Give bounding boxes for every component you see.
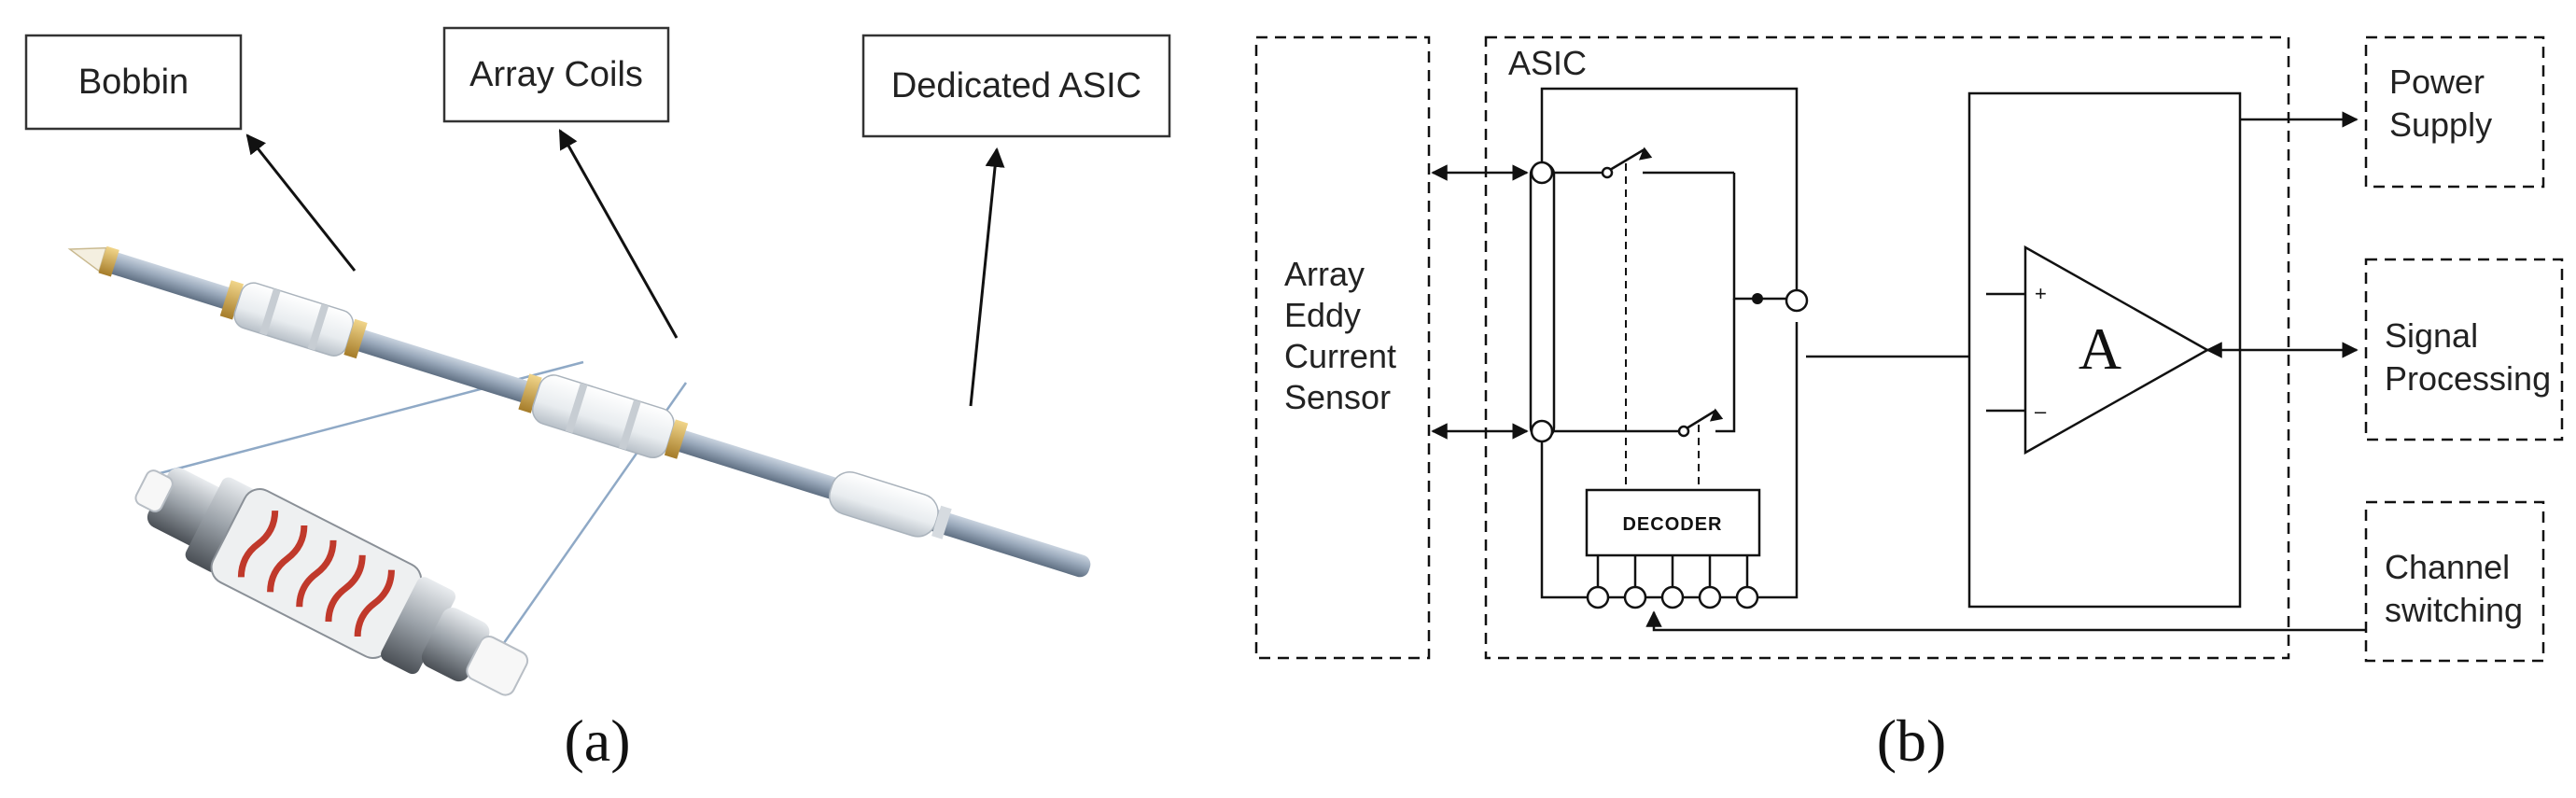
signal-line-1: Signal xyxy=(2385,316,2478,355)
array-eddy-sensor-label: Array Eddy Current Sensor xyxy=(1284,255,1406,416)
panel-a-label: (a) xyxy=(564,707,630,774)
sensor-line-2: Eddy xyxy=(1284,296,1361,334)
signal-processing-label: Signal Processing xyxy=(2385,316,2551,398)
signal-line-2: Processing xyxy=(2385,359,2551,398)
sensor-line-1: Array xyxy=(1284,255,1365,293)
probe-rod xyxy=(67,245,1091,578)
array-eddy-sensor-block xyxy=(1254,35,1431,660)
bobbin-callout-box xyxy=(24,34,243,131)
bobbin-callout-label: Bobbin xyxy=(78,63,189,102)
channel-line-1: Channel xyxy=(2385,548,2510,586)
panel-b: Array Eddy Current Sensor ASIC Power Sup… xyxy=(1254,35,2564,774)
power-line-2: Supply xyxy=(2389,105,2492,144)
channel-switching-label: Channel switching xyxy=(2385,548,2523,629)
dedicated-asic-arrow xyxy=(969,147,1005,407)
sensor-line-3: Current xyxy=(1284,337,1396,375)
sensor-line-4: Sensor xyxy=(1284,378,1391,416)
power-supply-block xyxy=(2364,35,2545,189)
dedicated-asic-callout-label: Dedicated ASIC xyxy=(891,66,1141,105)
terminal-bottom xyxy=(1530,419,1554,443)
terminal-output xyxy=(1785,288,1809,313)
decoder-pins xyxy=(1586,555,1759,609)
asic-block xyxy=(1484,35,2290,660)
input-rail xyxy=(1529,161,1556,441)
amplifier-label: A xyxy=(2079,315,2121,382)
power-supply-label: Power Supply xyxy=(2389,63,2494,144)
terminal-top xyxy=(1530,161,1554,185)
junction-dot xyxy=(1752,293,1763,304)
panel-b-label: (b) xyxy=(1877,707,1947,774)
array-coils-inset xyxy=(134,468,529,696)
decoder-label: DECODER xyxy=(1622,514,1722,535)
asic-label: ASIC xyxy=(1508,44,1587,82)
array-coils-arrow xyxy=(558,129,679,339)
dedicated-asic-callout-box xyxy=(861,34,1171,138)
channel-switching-line xyxy=(1645,610,2366,632)
amp-minus-sign: – xyxy=(2035,399,2047,423)
channel-line-2: switching xyxy=(2385,591,2523,629)
signal-processing-block xyxy=(2364,258,2564,441)
bobbin-arrow xyxy=(245,133,357,272)
amplifier-triangle xyxy=(2023,245,2210,455)
switch-bottom xyxy=(1677,408,1724,438)
panel-a: Bobbin Array Coils Dedicated ASIC (a) xyxy=(24,26,1171,774)
power-line-1: Power xyxy=(2389,63,2485,101)
array-coils-callout-label: Array Coils xyxy=(469,55,643,94)
array-coils-callout-box xyxy=(442,26,670,123)
switch-top xyxy=(1601,147,1653,179)
decoder-block xyxy=(1585,488,1761,557)
amp-plus-sign: + xyxy=(2035,282,2047,305)
